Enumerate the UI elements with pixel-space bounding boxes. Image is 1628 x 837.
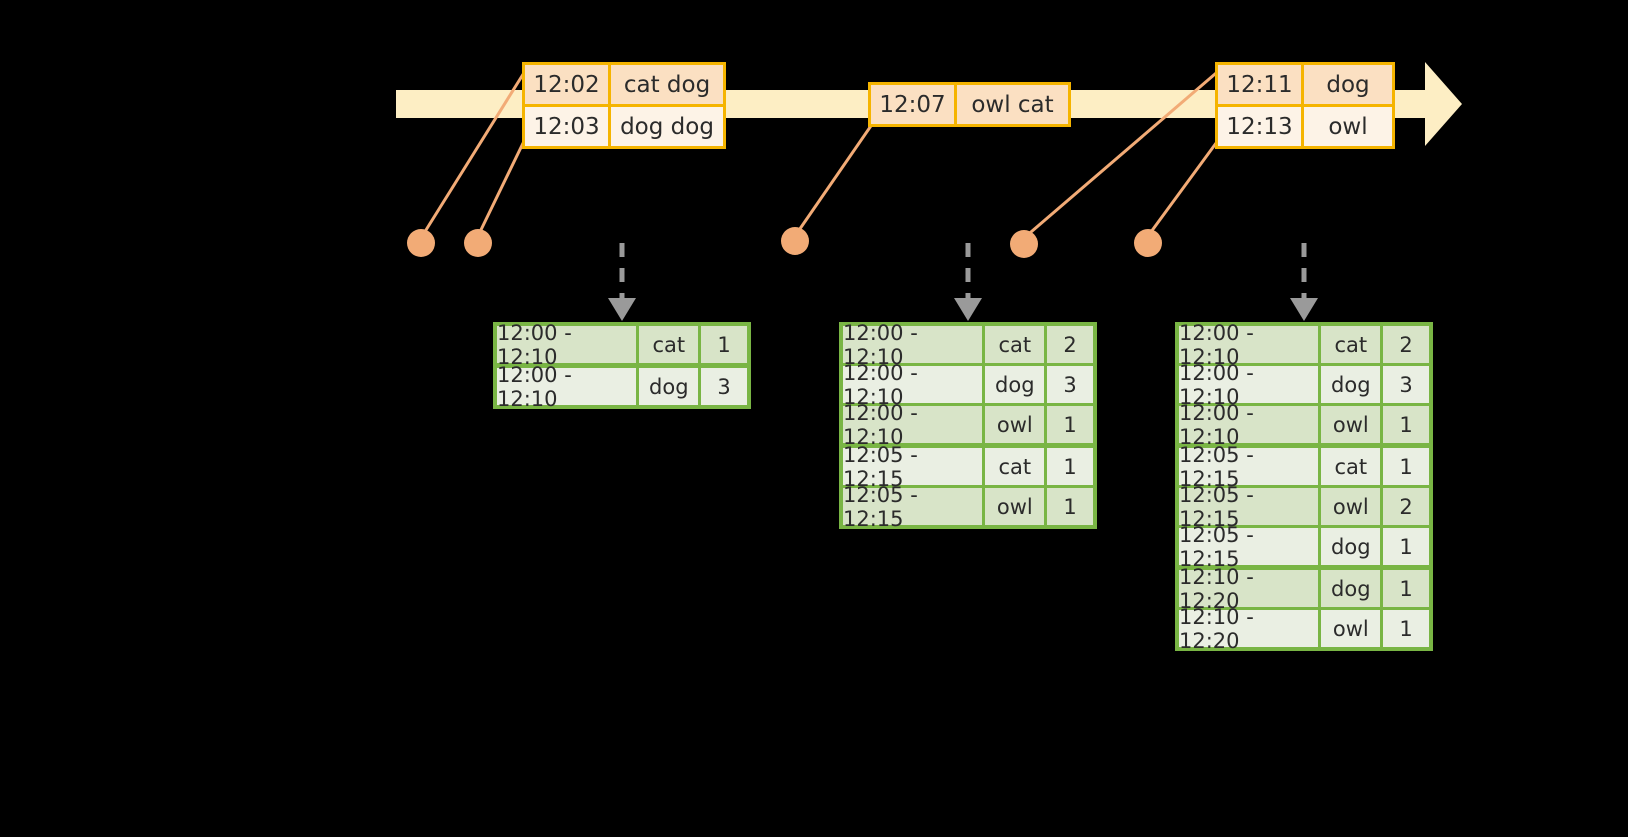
table-row: 12:05 - 12:15 owl 2 [1179,483,1429,531]
agg-window: 12:00 - 12:10 [843,361,986,409]
table-row: 12:00 - 12:10 dog 3 [1179,361,1429,409]
event-value: dog dog [620,113,714,140]
event-time: 12:11 [1218,65,1304,104]
connector-12-03 [476,134,529,237]
agg-key: dog [1321,528,1384,565]
table-row: 12:05 - 12:15 owl 1 [843,483,1093,531]
agg-window: 12:00 - 12:10 [843,321,986,369]
agg-window: 12:00 - 12:10 [843,401,986,449]
agg-table-3: 12:00 - 12:10 cat 2 12:00 - 12:10 dog 3 … [1175,321,1433,653]
agg-key: owl [985,406,1048,443]
event-group-1: 12:02 cat dog 12:03 dog dog [522,62,726,149]
event-row: 12:11 dog [1218,65,1392,104]
event-row: 12:02 cat dog [525,65,723,104]
event-time: 12:13 [1218,107,1304,146]
agg-key: dog [1321,366,1384,403]
agg-window: 12:05 - 12:15 [1179,523,1322,571]
event-value: dog [1326,71,1370,98]
event-row: 12:03 dog dog [525,104,723,146]
agg-key: dog [1321,570,1384,607]
marker-12-02-dot [407,229,435,257]
agg-count: 1 [1399,534,1413,559]
agg-table-1: 12:00 - 12:10 cat 1 12:00 - 12:10 dog 3 [493,321,751,411]
agg-window: 12:00 - 12:10 [1179,361,1322,409]
agg-window: 12:10 - 12:20 [1179,565,1322,613]
agg-window: 12:00 - 12:10 [1179,321,1322,369]
table-row: 12:00 - 12:10 cat 2 [1179,321,1429,369]
table-row: 12:00 - 12:10 owl 1 [1179,401,1429,449]
agg-key: owl [1321,610,1384,647]
agg-key: dog [985,366,1048,403]
event-row: 12:07 owl cat [871,85,1068,124]
emit-arrow-1 [608,243,636,321]
agg-count: 1 [1399,454,1413,479]
agg-count: 1 [1399,576,1413,601]
agg-key: cat [985,448,1048,485]
marker-12-11-dot [1010,230,1038,258]
marker-12-07-dot [781,227,809,255]
agg-window: 12:00 - 12:10 [497,321,640,369]
connector-12-02 [419,67,529,239]
event-time: 12:03 [525,107,611,146]
agg-key: owl [1321,488,1384,525]
emit-arrows [608,243,1318,321]
event-group-2: 12:07 owl cat [868,82,1071,127]
agg-key: cat [639,326,702,363]
agg-count: 1 [1063,412,1077,437]
table-row: 12:00 - 12:10 cat 1 [497,321,747,369]
agg-window: 12:05 - 12:15 [1179,483,1322,531]
table-row: 12:00 - 12:10 dog 3 [843,361,1093,409]
agg-count: 2 [1399,494,1413,519]
table-row: 12:10 - 12:20 owl 1 [1179,605,1429,653]
table-row: 12:05 - 12:15 cat 1 [843,443,1093,491]
agg-window: 12:05 - 12:15 [843,443,986,491]
agg-count: 2 [1063,332,1077,357]
marker-12-03-dot [464,229,492,257]
agg-count: 1 [1063,454,1077,479]
agg-key: cat [1321,448,1384,485]
agg-key: cat [985,326,1048,363]
table-row: 12:00 - 12:10 owl 1 [843,401,1093,449]
table-row: 12:00 - 12:10 dog 3 [497,363,747,411]
agg-key: cat [1321,326,1384,363]
connector-12-07 [793,119,877,237]
event-group-3: 12:11 dog 12:13 owl [1215,62,1395,149]
agg-count: 1 [1399,412,1413,437]
agg-count: 3 [717,374,731,399]
agg-key: dog [639,368,702,405]
agg-window: 12:05 - 12:15 [1179,443,1322,491]
agg-count: 1 [1399,616,1413,641]
connector-12-13 [1146,134,1224,237]
emit-arrow-2 [954,243,982,321]
table-row: 12:00 - 12:10 cat 2 [843,321,1093,369]
event-value: cat dog [623,71,711,98]
agg-key: owl [1321,406,1384,443]
agg-count: 3 [1063,372,1077,397]
agg-table-2: 12:00 - 12:10 cat 2 12:00 - 12:10 dog 3 … [839,321,1097,531]
agg-count: 3 [1399,372,1413,397]
event-value: owl cat [971,91,1054,118]
event-row: 12:13 owl [1218,104,1392,146]
agg-window: 12:10 - 12:20 [1179,605,1322,653]
agg-window: 12:05 - 12:15 [843,483,986,531]
agg-key: owl [985,488,1048,525]
agg-window: 12:00 - 12:10 [497,363,640,411]
table-row: 12:05 - 12:15 dog 1 [1179,523,1429,571]
agg-count: 1 [717,332,731,357]
event-markers [407,227,1162,258]
agg-count: 1 [1063,494,1077,519]
agg-count: 2 [1399,332,1413,357]
event-time: 12:02 [525,65,611,104]
emit-arrow-3 [1290,243,1318,321]
event-value: owl [1328,113,1368,140]
marker-12-13-dot [1134,229,1162,257]
agg-window: 12:00 - 12:10 [1179,401,1322,449]
table-row: 12:10 - 12:20 dog 1 [1179,565,1429,613]
table-row: 12:05 - 12:15 cat 1 [1179,443,1429,491]
event-time: 12:07 [871,85,957,124]
